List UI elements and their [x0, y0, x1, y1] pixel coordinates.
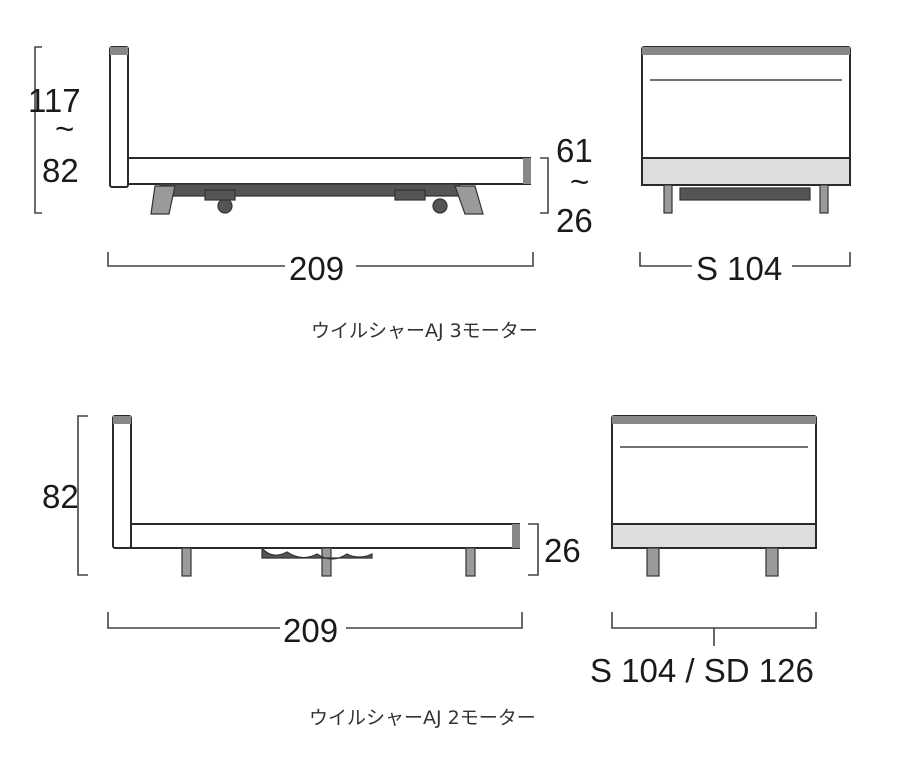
deck-height-tilde: ~: [570, 163, 589, 200]
end-mechanism: [679, 187, 811, 201]
side-height-bracket: [34, 46, 42, 214]
length-bracket: [107, 252, 534, 267]
headboard-cap: [110, 47, 128, 55]
width-bracket-2: [611, 612, 817, 646]
length-label: 209: [289, 250, 344, 287]
leg-front: [150, 185, 176, 215]
leg-rear: [454, 185, 484, 215]
side-height-min: 82: [42, 152, 79, 189]
three-motor-side-view: [34, 46, 549, 267]
two-motor-end-view: [611, 415, 817, 646]
three-motor-end-view: [639, 46, 851, 267]
length-label-2: 209: [283, 612, 338, 649]
width-label-2: S 104 / SD 126: [590, 652, 814, 689]
deck-height-bracket: [540, 157, 549, 214]
frame-end-cap: [523, 158, 531, 184]
end-leg-left: [663, 184, 673, 214]
side-height-max: 117: [28, 82, 81, 119]
leg-2: [321, 547, 332, 577]
width-bracket: [639, 252, 851, 267]
side-height-bracket-2: [77, 415, 88, 576]
deck-height-2: 26: [544, 532, 581, 569]
motor-box-2: [394, 189, 426, 201]
end-leg-right: [819, 184, 829, 214]
motor-2: [261, 546, 373, 560]
width-label: S 104: [696, 250, 782, 287]
end-frame: [641, 157, 851, 186]
two-motor-side-view: [77, 415, 539, 629]
end-board-cap: [642, 47, 850, 55]
leg-3: [465, 547, 476, 577]
side-height-tilde: ~: [55, 110, 74, 147]
end-frame-2: [611, 523, 817, 549]
caster-1: [217, 198, 233, 214]
headboard: [109, 46, 129, 188]
end-board-cap-2: [612, 416, 816, 424]
end-leg-right-2: [765, 547, 779, 577]
deck-height-max: 61: [556, 132, 593, 169]
caption-3-motor: ウイルシャーAJ 3モーター: [311, 320, 538, 342]
headboard-cap-2: [113, 416, 131, 424]
deck-height-min: 26: [556, 202, 593, 239]
side-height-2: 82: [42, 478, 79, 515]
deck-height-bracket-2: [528, 523, 539, 576]
end-leg-left-2: [646, 547, 660, 577]
frame-end-cap-2: [512, 524, 520, 548]
bed-frame: [127, 157, 531, 185]
caster-2: [432, 198, 448, 214]
bed-frame-2: [130, 523, 520, 549]
length-bracket-2: [107, 612, 523, 629]
caption-2-motor: ウイルシャーAJ 2モーター: [309, 707, 536, 729]
headboard-2: [112, 415, 132, 549]
leg-1: [181, 547, 192, 577]
motor-box-1: [204, 189, 236, 201]
